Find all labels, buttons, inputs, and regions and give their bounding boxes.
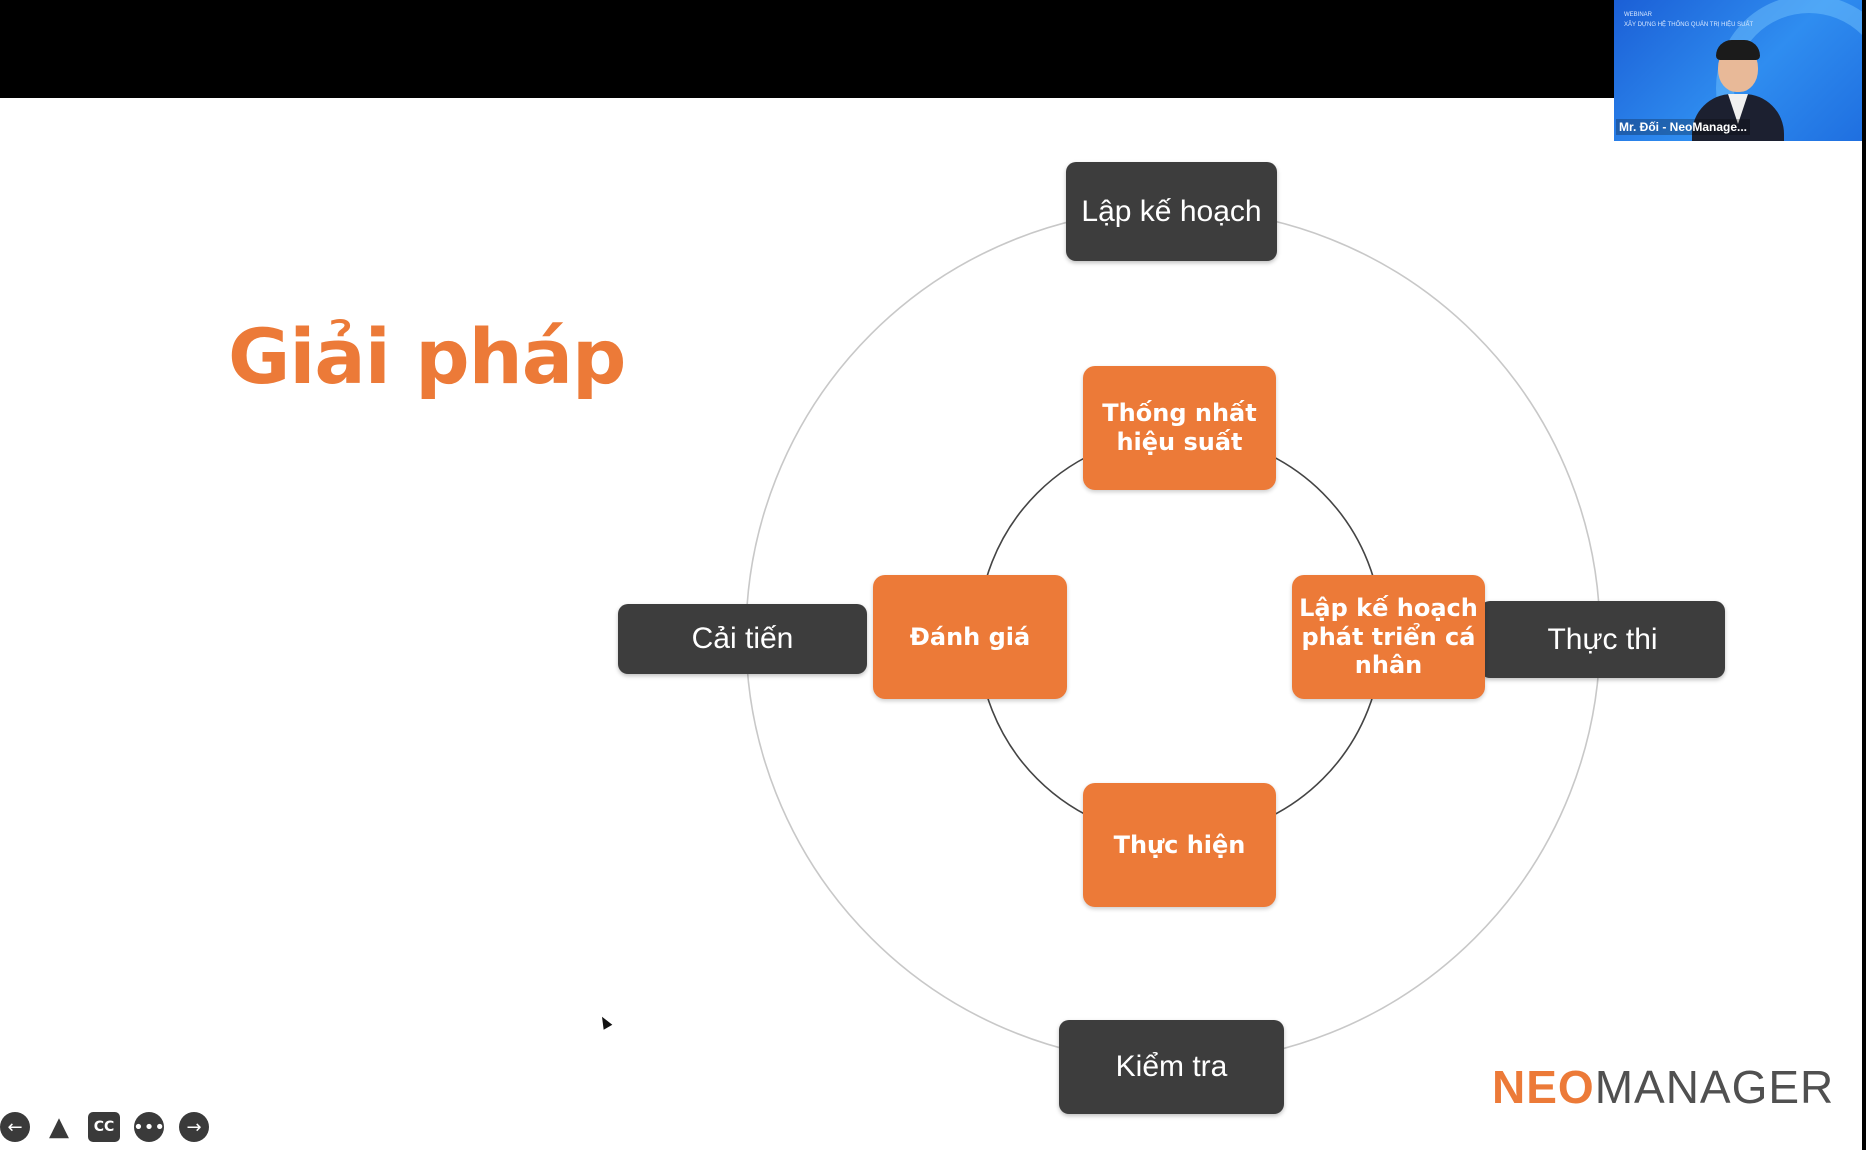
slide-title: Giải pháp xyxy=(228,312,626,401)
more-options-button[interactable]: ••• xyxy=(133,1112,165,1142)
pen-icon: ▲ xyxy=(49,1112,69,1142)
banner-top-text: WEBINAR xyxy=(1624,12,1653,18)
inner-node-bottom: Thực hiện xyxy=(1083,783,1276,907)
arrow-right-icon: → xyxy=(186,1116,202,1138)
presenter-video[interactable]: WEBINAR XÂY DỰNG HỆ THỐNG QUẢN TRỊ HIỆU … xyxy=(1614,0,1862,141)
logo-part-neo: NEO xyxy=(1492,1061,1595,1113)
outer-node-left: Cải tiến xyxy=(618,604,867,674)
prev-slide-button[interactable]: ← xyxy=(0,1112,30,1142)
cc-label: CC xyxy=(93,1119,115,1135)
next-slide-button[interactable]: → xyxy=(179,1112,209,1142)
outer-node-top: Lập kế hoạch xyxy=(1066,162,1277,261)
inner-node-left: Đánh giá xyxy=(873,575,1067,699)
presenter-figure xyxy=(1692,40,1784,141)
inner-node-right: Lập kế hoạch phát triển cá nhân xyxy=(1292,575,1485,699)
captions-button[interactable]: CC xyxy=(88,1112,120,1142)
more-icon: ••• xyxy=(133,1116,165,1138)
outer-node-right: Thực thi xyxy=(1480,601,1725,678)
inner-node-top: Thống nhất hiệu suất xyxy=(1083,366,1276,490)
neomanager-logo: NEOMANAGER xyxy=(1492,1060,1834,1114)
top-black-bar xyxy=(0,0,1866,98)
presenter-name-label: Mr. Đối - NeoManage... xyxy=(1616,119,1751,135)
arrow-left-icon: ← xyxy=(7,1116,23,1138)
outer-node-bottom: Kiểm tra xyxy=(1059,1020,1284,1114)
banner-sub-text: XÂY DỰNG HỆ THỐNG QUẢN TRỊ HIỆU SUẤT xyxy=(1624,22,1754,28)
logo-part-manager: MANAGER xyxy=(1594,1061,1835,1113)
right-black-strip xyxy=(1862,0,1866,1150)
pen-tool-button[interactable]: ▲ xyxy=(44,1112,74,1142)
